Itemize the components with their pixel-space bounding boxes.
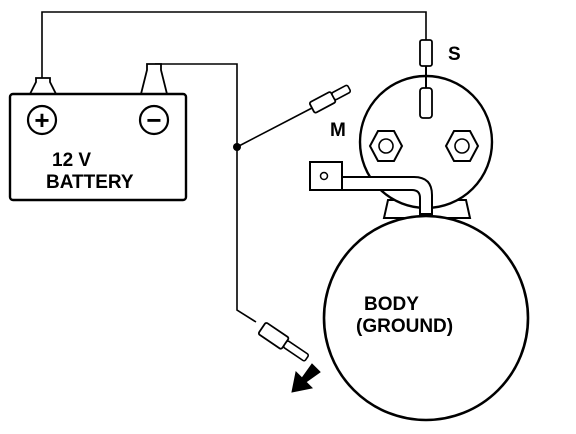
- ground-probe-tip: [282, 340, 310, 362]
- battery-positive-circle: [26, 104, 58, 136]
- body-label-line2: (GROUND): [356, 316, 453, 337]
- wiring: [41, 11, 427, 323]
- battery-positive-symbol: +: [34, 105, 49, 135]
- starter-body: BODY (GROUND): [322, 199, 530, 422]
- solenoid-left-hex-bore: [378, 138, 394, 154]
- m-terminal-label: M: [330, 120, 346, 141]
- m-terminal-strap: [309, 161, 433, 215]
- battery: + − 12 V BATTERY: [8, 63, 188, 202]
- solenoid: [358, 74, 494, 210]
- battery-negative-post: [139, 63, 169, 95]
- ground-direction-arrow-icon: [291, 363, 321, 393]
- body-label-line1: BODY: [364, 294, 419, 315]
- battery-voltage-label: 12 V: [52, 150, 91, 171]
- battery-negative-symbol: −: [146, 105, 161, 135]
- body-housing: [322, 214, 530, 422]
- wire-junction-to-m-probe: [236, 107, 313, 148]
- m-probe-tip: [331, 84, 352, 101]
- battery-positive-post: [28, 77, 58, 95]
- solenoid-right-hex-bore: [454, 138, 470, 154]
- battery-name-label: BATTERY: [46, 172, 134, 193]
- ground-probe: [257, 322, 310, 362]
- wire-junction-dot: [233, 143, 241, 151]
- m-strap-lug-hole: [319, 171, 329, 181]
- wire-negative-to-ground: [155, 63, 257, 323]
- s-probe-body: [419, 39, 433, 67]
- s-terminal-label: S: [448, 44, 461, 65]
- wire-positive-to-s: [41, 11, 427, 80]
- solenoid-s-terminal: [419, 87, 433, 119]
- m-strap-bar: [341, 176, 433, 215]
- battery-negative-circle: [138, 104, 170, 136]
- m-probe: [308, 84, 352, 114]
- s-probe: [419, 39, 433, 88]
